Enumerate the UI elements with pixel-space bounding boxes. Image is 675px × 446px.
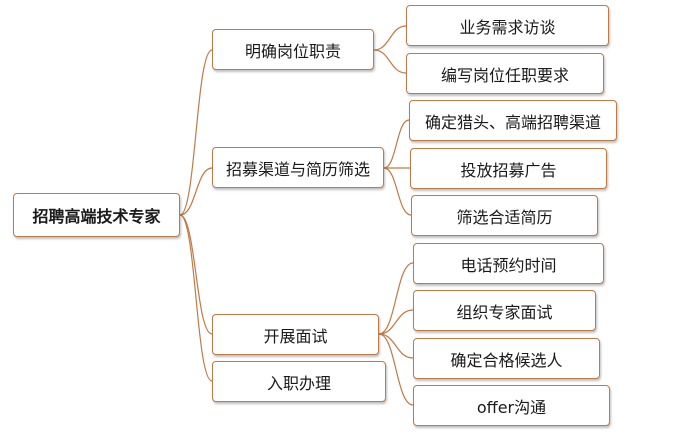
- connector-line: [179, 214, 213, 335]
- leaf-node: 确定猎头、高端招聘渠道: [409, 100, 617, 141]
- branch-node-interview: 开展面试: [212, 314, 379, 355]
- root-label: 招聘高端技术专家: [32, 207, 161, 226]
- branch-node-channels: 招募渠道与简历筛选: [212, 147, 384, 188]
- connector-line: [179, 214, 213, 382]
- connector-line: [383, 119, 410, 169]
- connector-line: [373, 25, 407, 51]
- branch-node-responsibilities: 明确岗位职责: [212, 29, 374, 70]
- leaf-label: 编写岗位任职要求: [440, 65, 569, 85]
- leaf-label: offer沟通: [476, 397, 547, 417]
- leaf-node: 筛选合适简历: [411, 195, 598, 236]
- connector-line: [378, 262, 414, 335]
- connector-line: [383, 167, 412, 216]
- leaf-label: 组织专家面试: [456, 302, 553, 322]
- root-node: 招聘高端技术专家: [13, 193, 180, 237]
- branch-label: 开展面试: [263, 326, 328, 346]
- branch-label: 入职办理: [266, 373, 331, 393]
- branch-label: 招募渠道与简历筛选: [225, 159, 370, 179]
- leaf-label: 确定合格候选人: [450, 350, 563, 370]
- branch-node-onboarding: 入职办理: [212, 361, 386, 402]
- connector-line: [373, 49, 407, 74]
- leaf-node: 电话预约时间: [413, 243, 604, 284]
- leaf-node: 编写岗位任职要求: [406, 53, 604, 94]
- leaf-label: 筛选合适简历: [456, 207, 553, 227]
- leaf-node: 确定合格候选人: [413, 338, 600, 379]
- connector-line: [378, 333, 414, 406]
- leaf-node: 组织专家面试: [413, 290, 596, 331]
- leaf-node: offer沟通: [413, 385, 610, 426]
- leaf-label: 电话预约时间: [460, 255, 557, 275]
- connector-line: [179, 167, 213, 216]
- leaf-node: 业务需求访谈: [406, 5, 609, 46]
- leaf-label: 确定猎头、高端招聘渠道: [424, 112, 601, 132]
- connector-line: [378, 309, 414, 335]
- leaf-label: 投放招募广告: [460, 160, 557, 180]
- leaf-node: 投放招募广告: [410, 148, 607, 189]
- leaf-label: 业务需求访谈: [459, 17, 556, 37]
- connector-line: [378, 333, 414, 359]
- connector-line: [179, 49, 213, 216]
- branch-label: 明确岗位职责: [244, 41, 341, 61]
